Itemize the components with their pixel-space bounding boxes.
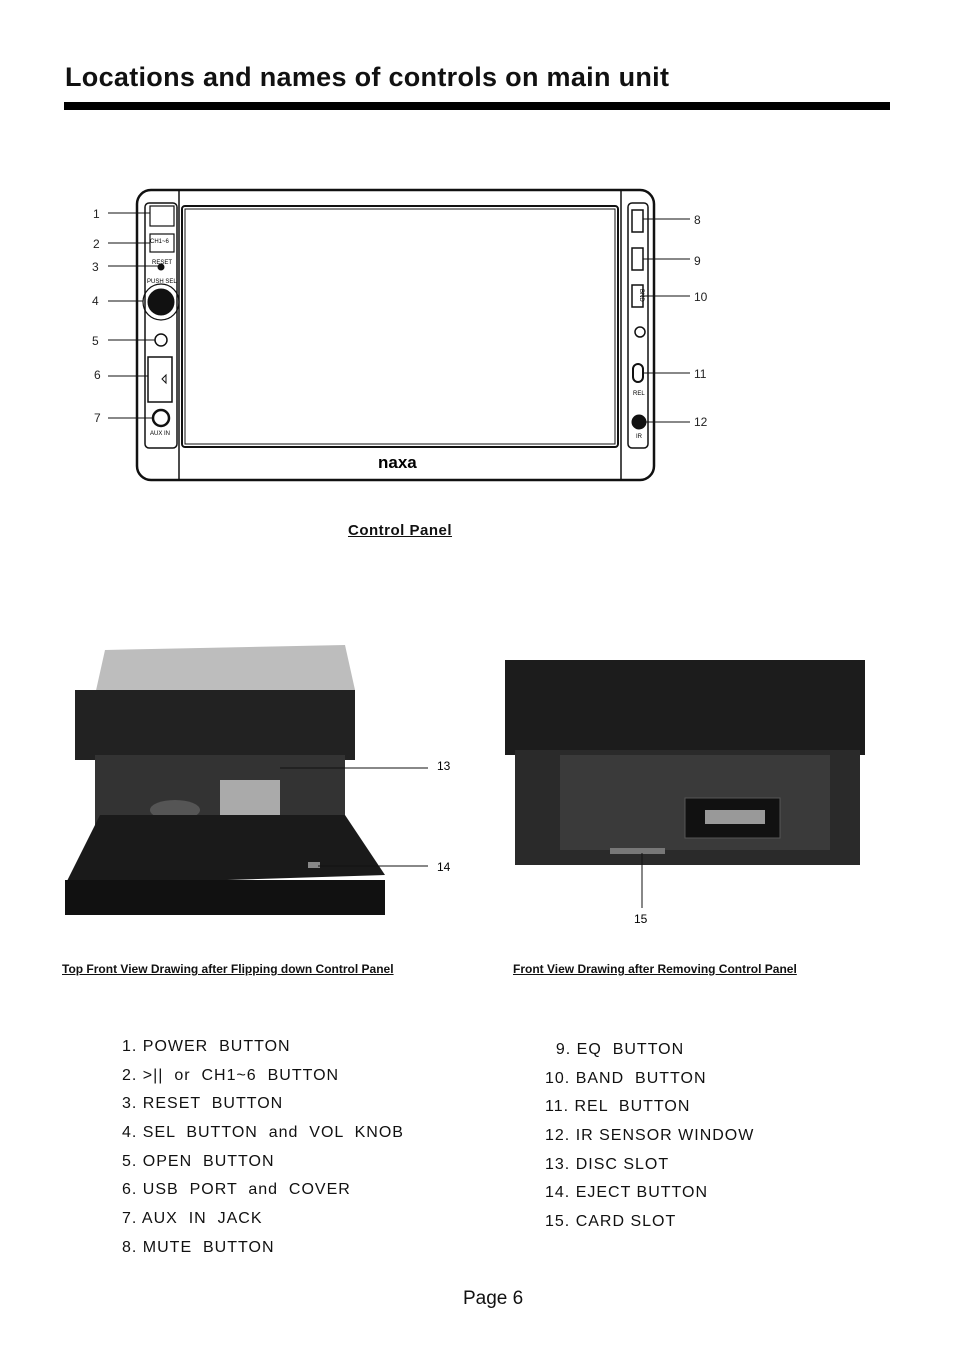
callout-13: 13	[437, 759, 451, 773]
title-rule	[64, 102, 890, 110]
callout-11: 11	[694, 367, 707, 381]
legend-item: 13. DISC SLOT	[545, 1155, 670, 1173]
page-number: Page 6	[463, 1288, 524, 1309]
callout-4: 4	[92, 294, 99, 308]
ir-label: IR	[636, 434, 643, 440]
callout-8: 8	[694, 213, 701, 227]
card-slot-photo	[610, 848, 665, 854]
screen	[181, 205, 619, 448]
callout-14: 14	[437, 860, 451, 874]
top-front-view-photo: 13 14	[65, 645, 451, 915]
unit-outline	[135, 188, 656, 482]
band-label: BND	[638, 289, 644, 302]
legend-item: 12. IR SENSOR WINDOW	[545, 1127, 755, 1145]
callout-1: 1	[93, 207, 100, 221]
legend-right: 9. EQ BUTTON 10. BAND BUTTON 11. REL BUTTO…	[545, 1036, 754, 1237]
callout-2: 2	[93, 237, 100, 251]
aux-jack	[151, 408, 171, 428]
callout-6: 6	[94, 368, 101, 382]
callout-9: 9	[694, 254, 701, 268]
legend-item: 3. RESET BUTTON	[122, 1095, 284, 1113]
callout-3: 3	[92, 260, 99, 274]
legend-item: 7. AUX IN JACK	[122, 1210, 263, 1228]
legend-item: 9. EQ BUTTON	[545, 1041, 685, 1058]
control-panel-drawing: CH1~6 RESET PUSH SEL AUX IN BND REL IR n…	[92, 188, 708, 482]
legend-left: 1. POWER BUTTON 2. >|| or CH1~6 BUTTON 3. …	[122, 1033, 404, 1263]
legend-item: 4. SEL BUTTON and VOL KNOB	[122, 1124, 404, 1142]
legend-item: 1. POWER BUTTON	[122, 1038, 291, 1055]
aux-label: AUX IN	[150, 431, 170, 437]
page-title: Locations and names of controls on main …	[65, 62, 670, 92]
front-view-photo: 15	[505, 660, 865, 926]
callout-10: 10	[694, 290, 708, 304]
rel-label: REL	[633, 391, 645, 397]
callout-12: 12	[694, 415, 708, 429]
eject-button-photo	[308, 862, 320, 868]
legend-item: 10. BAND BUTTON	[545, 1069, 707, 1087]
reset-button	[157, 263, 165, 271]
knob-label: PUSH SEL	[147, 279, 177, 285]
vol-knob	[147, 288, 175, 316]
legend-item: 5. OPEN BUTTON	[122, 1152, 275, 1170]
legend-item: 11. REL BUTTON	[545, 1098, 691, 1116]
brand-logo: naxa	[378, 453, 417, 472]
left-button-strip	[144, 202, 178, 449]
reset-label: RESET	[152, 260, 172, 266]
usb-cover	[147, 356, 173, 403]
callout-7: 7	[94, 411, 101, 425]
legend-item: 2. >|| or CH1~6 BUTTON	[122, 1066, 340, 1084]
callout-15: 15	[634, 912, 648, 926]
right-button-strip	[627, 202, 649, 449]
mute-button	[631, 209, 644, 233]
legend-item: 15. CARD SLOT	[545, 1213, 677, 1231]
right-photo-caption: Front View Drawing after Removing Contro…	[513, 962, 797, 976]
open-button	[154, 333, 168, 347]
ir-window	[631, 414, 647, 430]
control-panel-caption: Control Panel	[348, 522, 453, 539]
callout-5: 5	[92, 334, 99, 348]
left-photo-caption: Top Front View Drawing after Flipping do…	[62, 962, 394, 976]
legend-item: 14. EJECT BUTTON	[545, 1184, 708, 1202]
eq-button	[631, 247, 644, 271]
rel-button	[632, 363, 644, 383]
legend-item: 6. USB PORT and COVER	[122, 1181, 351, 1199]
ch-label: CH1~6	[150, 239, 170, 245]
legend-item: 8. MUTE BUTTON	[122, 1238, 275, 1256]
power-button	[149, 205, 175, 227]
